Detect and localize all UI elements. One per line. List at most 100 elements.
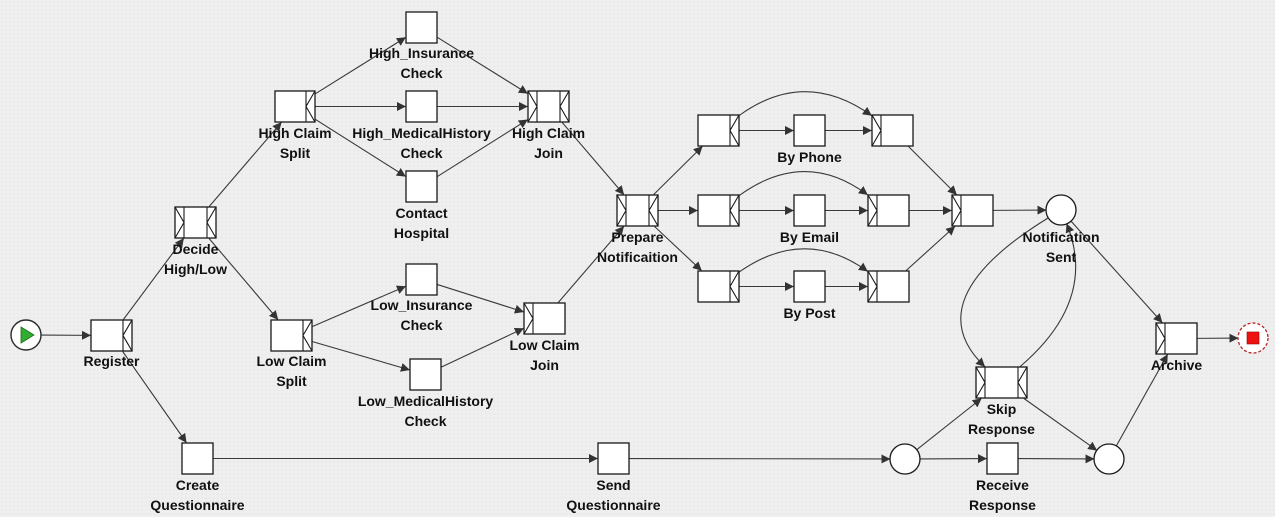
- transition-linscheck[interactable]: [405, 263, 438, 296]
- hinscheck-label-line-2: Check: [400, 65, 442, 81]
- transition-prepare[interactable]: [616, 194, 659, 227]
- notifsent-label-line-2: Sent: [1046, 249, 1077, 265]
- lmedcheck-label-line-1: Low_MedicalHistory: [358, 393, 494, 409]
- register-label-line-1: Register: [83, 353, 140, 369]
- xor-join-marker: [975, 366, 986, 399]
- transition-lcjoin[interactable]: [523, 302, 566, 335]
- xor-join-marker: [527, 90, 538, 123]
- transition-phone_s[interactable]: [697, 114, 740, 147]
- transition-post_s[interactable]: [697, 270, 740, 303]
- edge-lcsplit-to-lmedcheck: [312, 341, 410, 372]
- xor-split-marker: [729, 270, 740, 303]
- edge-linscheck-to-lcjoin: [437, 284, 524, 314]
- transition-phone[interactable]: [793, 114, 826, 147]
- xor-join-marker: [871, 114, 882, 147]
- decide-label-line-2: High/Low: [164, 261, 227, 277]
- transition-archive[interactable]: [1155, 322, 1198, 355]
- xor-join-marker: [867, 194, 878, 227]
- edge-phone_j-to-notif_j: [908, 146, 957, 195]
- transition-email_s[interactable]: [697, 194, 740, 227]
- edge-prepare-to-post_s: [654, 226, 702, 271]
- edge-email_s-to-email_j: [739, 171, 868, 196]
- contact-label-line-1: Contact: [395, 205, 447, 221]
- hinscheck-label-line-1: High_Insurance: [369, 45, 474, 61]
- linscheck-label-line-1: Low_Insurance: [371, 297, 473, 313]
- edge-notifsent-to-archive: [1070, 220, 1163, 323]
- edge-skip-to-notifsent: [1019, 223, 1077, 367]
- edge-p_q-to-skip: [916, 398, 982, 451]
- xor-join-marker: [523, 302, 534, 335]
- transition-hcsplit[interactable]: [274, 90, 316, 123]
- xor-join-marker: [616, 194, 627, 227]
- xor-split-marker: [559, 90, 570, 123]
- edge-lmedcheck-to-lcjoin: [441, 327, 524, 368]
- xor-split-marker: [122, 319, 133, 352]
- place-notifsent[interactable]: [1045, 194, 1077, 226]
- transition-email_j[interactable]: [867, 194, 910, 227]
- transition-email[interactable]: [793, 194, 826, 227]
- edge-hinscheck-to-hcjoin: [437, 36, 528, 94]
- transition-receive[interactable]: [986, 442, 1019, 475]
- contact-label-line-2: Hospital: [394, 225, 449, 241]
- lmedcheck-label-line-2: Check: [404, 413, 446, 429]
- xor-join-marker: [867, 270, 878, 303]
- phone-label-line-1: By Phone: [777, 149, 842, 165]
- transition-post_j[interactable]: [867, 270, 910, 303]
- transition-hcjoin[interactable]: [527, 90, 570, 123]
- xor-split-marker: [302, 319, 313, 352]
- transition-hinscheck[interactable]: [405, 11, 438, 44]
- createq-label-line-1: Create: [176, 477, 220, 493]
- transition-lmedcheck[interactable]: [409, 358, 442, 391]
- archive-label-line-1: Archive: [1151, 357, 1203, 373]
- transition-contact[interactable]: [405, 170, 438, 203]
- xor-split-marker: [729, 194, 740, 227]
- receive-label-line-2: Response: [969, 497, 1036, 513]
- sendq-label-line-2: Questionnaire: [566, 497, 660, 513]
- edge-contact-to-hcjoin: [437, 119, 528, 177]
- linscheck-label-line-2: Check: [400, 317, 442, 333]
- transition-lcsplit[interactable]: [270, 319, 313, 352]
- lcjoin-label-line-2: Join: [530, 357, 559, 373]
- prepare-label-line-2: Notificaition: [597, 249, 678, 265]
- transition-createq[interactable]: [181, 442, 214, 475]
- hmedcheck-label-line-2: Check: [400, 145, 442, 161]
- xor-split-marker: [206, 206, 217, 239]
- start-event[interactable]: [10, 319, 42, 351]
- transition-notif_j[interactable]: [951, 194, 994, 227]
- place-p_r[interactable]: [1093, 443, 1125, 475]
- edge-decide-to-hcsplit: [208, 122, 282, 207]
- hcsplit-label-line-1: High Claim: [258, 125, 331, 141]
- email-label-line-1: By Email: [780, 229, 839, 245]
- transition-hmedcheck[interactable]: [405, 90, 438, 123]
- edge-phone_s-to-phone_j: [739, 91, 872, 116]
- edge-lcsplit-to-linscheck: [312, 285, 406, 327]
- transition-skip[interactable]: [975, 366, 1028, 399]
- createq-label-line-2: Questionnaire: [150, 497, 244, 513]
- edge-hcjoin-to-prepare: [561, 122, 625, 195]
- xor-join-marker: [174, 206, 185, 239]
- transition-decide[interactable]: [174, 206, 217, 239]
- end-event[interactable]: [1237, 322, 1269, 354]
- receive-label-line-1: Receive: [976, 477, 1029, 493]
- edge-lcjoin-to-prepare: [557, 226, 625, 303]
- edges-layer: [40, 36, 1239, 464]
- lcjoin-label-line-1: Low Claim: [509, 337, 579, 353]
- transition-phone_j[interactable]: [871, 114, 914, 147]
- skip-label-line-2: Response: [968, 421, 1035, 437]
- transition-sendq[interactable]: [597, 442, 630, 475]
- place-p_q[interactable]: [889, 443, 921, 475]
- transition-register[interactable]: [90, 319, 133, 352]
- transition-post[interactable]: [793, 270, 826, 303]
- edge-post_j-to-notif_j: [905, 226, 956, 271]
- xor-split-marker: [648, 194, 659, 227]
- hcsplit-label-line-2: Split: [280, 145, 311, 161]
- edge-p_r-to-archive: [1115, 354, 1169, 447]
- edge-register-to-createq: [122, 351, 187, 443]
- decide-label-line-1: Decide: [173, 241, 219, 257]
- skip-label-line-1: Skip: [987, 401, 1017, 417]
- edge-prepare-to-phone_s: [653, 146, 703, 195]
- edge-post_s-to-post_j: [739, 248, 868, 273]
- xor-split-marker: [1017, 366, 1028, 399]
